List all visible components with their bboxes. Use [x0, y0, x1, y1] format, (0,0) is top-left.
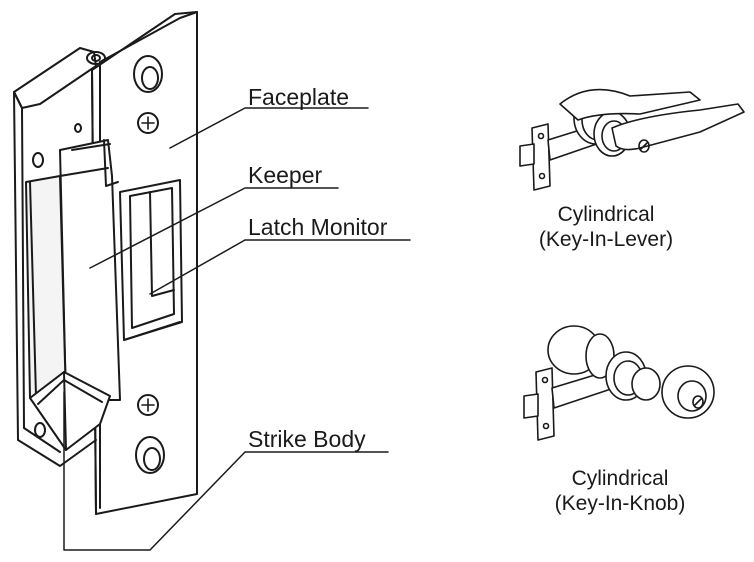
lever-latch-plate: [531, 123, 551, 191]
lever-keyhole-icon: [638, 139, 650, 153]
strike-body-shape: [13, 47, 106, 467]
knob-lock-caption: Cylindrical (Key-In-Knob): [510, 466, 730, 516]
knob-front: [661, 365, 715, 419]
keeper-leader: [89, 187, 339, 269]
lever-handle-front: [611, 103, 745, 151]
body-hole-top: [32, 152, 44, 168]
body-hole-bottom: [34, 422, 46, 438]
strike-body-leader: [63, 391, 389, 551]
screw-hole-top: [133, 55, 163, 93]
strike-body-label: Strike Body: [248, 426, 366, 452]
faceplate-leader: [169, 107, 369, 149]
knob-latch-plate: [535, 367, 555, 441]
screw-hole-bottom-inner: [143, 447, 161, 471]
lever-lock-drawing: [519, 88, 745, 191]
leader-lines: [63, 107, 411, 551]
screw-hole-bottom: [135, 436, 165, 474]
electric-strike-drawing: [13, 11, 411, 551]
knob-lock-drawing: [523, 325, 715, 441]
screw-icon-upper: [137, 112, 159, 134]
keeper-shape: [25, 139, 121, 451]
latch-monitor-leader: [149, 239, 411, 295]
lever-lock-caption: Cylindrical (Key-In-Lever): [496, 202, 716, 252]
keeper-label: Keeper: [248, 162, 323, 188]
lever-caption-line1: Cylindrical: [557, 203, 655, 226]
lever-handle-back: [559, 88, 701, 121]
faceplate-label: Faceplate: [248, 84, 350, 110]
latch-monitor-shape: [119, 179, 183, 341]
latch-monitor-label: Latch Monitor: [248, 214, 388, 240]
screw-icon-lower: [137, 394, 159, 416]
knob-caption-line2: (Key-In-Knob): [554, 492, 686, 516]
screw-hole-top-inner: [141, 66, 159, 90]
knob-keyhole-icon: [692, 395, 704, 409]
lever-caption-line2: (Key-In-Lever): [538, 228, 674, 252]
knob-caption-line1: Cylindrical: [571, 467, 669, 490]
